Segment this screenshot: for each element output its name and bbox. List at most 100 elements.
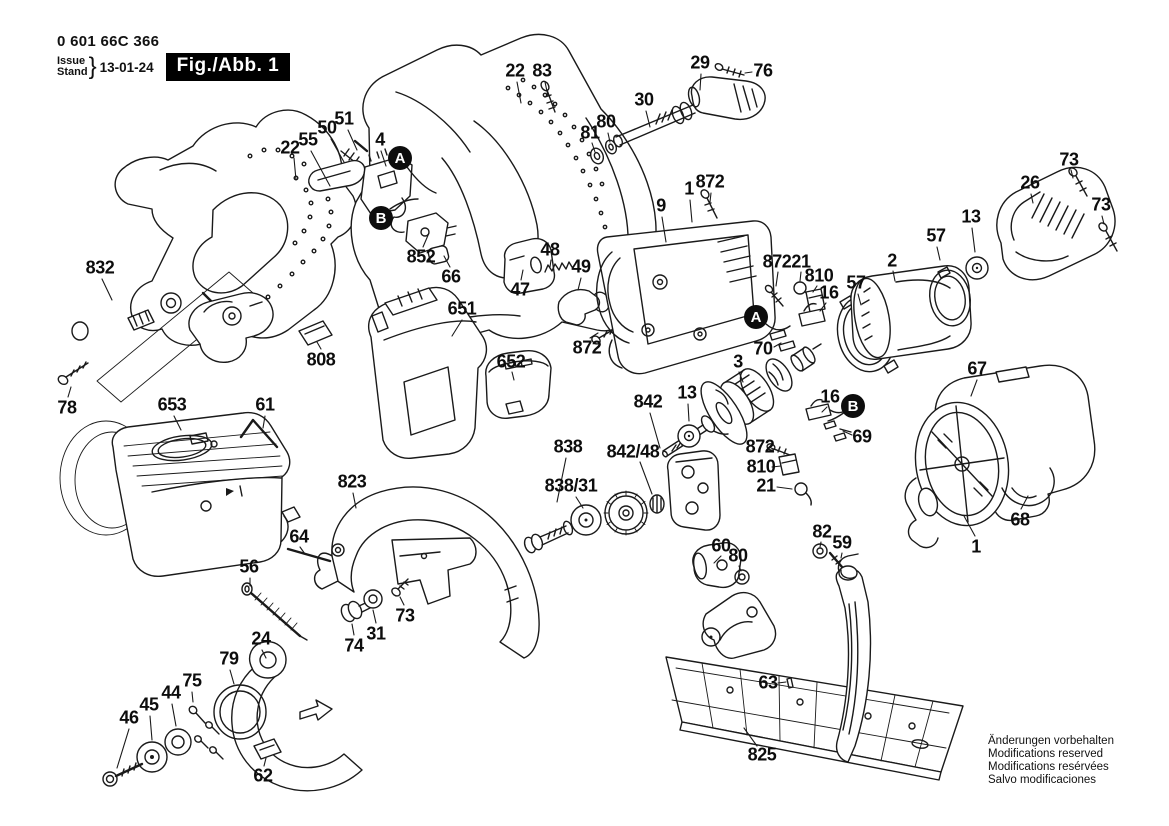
leader-line-651-75 (451, 319, 463, 337)
issue-brace: } (88, 53, 97, 80)
leader-line-872-23 (775, 271, 779, 287)
brush-set-a-drawing (764, 281, 826, 352)
leader-line-13-37 (687, 403, 690, 422)
part-number: 0 601 66C 366 (57, 33, 160, 50)
leader-line-838-40 (556, 457, 567, 503)
rear-handle-drawing (114, 109, 357, 346)
leader-line-22-0 (293, 157, 297, 181)
leader-line-66-8 (443, 255, 451, 268)
upper-guard-drawing (241, 486, 540, 659)
leader-line-1-17 (689, 199, 693, 223)
leader-line-22-9 (516, 81, 522, 104)
leader-line-810-46 (771, 465, 782, 468)
armature-drawing (661, 343, 822, 458)
title-block: 0 601 66C 366 Issue Stand } 13-01-24 Fig… (57, 33, 291, 81)
leader-line-69-44 (842, 430, 853, 436)
leader-line-57-31 (936, 246, 941, 261)
leader-line-67-48 (970, 379, 978, 397)
gear-set-drawing (523, 450, 721, 554)
leader-line-55-3 (310, 150, 331, 187)
leader-line-21-24 (799, 271, 802, 282)
leader-line-44-62 (171, 703, 177, 727)
leader-line-838-31-41 (575, 496, 584, 509)
leader-line-57-29 (857, 293, 862, 306)
leader-line-73-68 (399, 596, 405, 606)
leader-line-26-33 (1030, 193, 1034, 204)
modifications-note: Änderungen vorbehalten Modifications res… (988, 735, 1114, 787)
leader-line-29-14 (699, 73, 702, 91)
leader-line-79-60 (229, 669, 235, 685)
lower-guard-drawing (102, 641, 363, 792)
leader-line-73-35 (1101, 215, 1105, 225)
leader-line-83-10 (544, 81, 549, 97)
leader-line-872-45 (770, 447, 780, 452)
leader-line-49-21 (577, 277, 582, 291)
leader-line-50-1 (330, 138, 345, 163)
leader-lines (67, 71, 1105, 769)
stator-group-drawing (836, 166, 1118, 374)
leader-line-64-57 (299, 546, 306, 555)
latch-parts-drawing (503, 237, 622, 345)
base-plate-drawing (665, 542, 964, 781)
leader-line-68-49 (1020, 495, 1029, 510)
leader-line-80-12 (607, 132, 611, 143)
leader-line-16-26 (819, 302, 827, 312)
switch-cluster-drawing (308, 139, 457, 265)
leader-line-82-71 (819, 541, 822, 548)
leader-line-21-47 (776, 486, 793, 490)
leader-line-842-38 (649, 412, 661, 449)
leader-line-653-54 (173, 415, 182, 431)
leader-line-80-70 (738, 565, 742, 572)
leader-line-76-15 (744, 71, 753, 74)
leader-line-652-76 (511, 371, 515, 381)
leader-line-75-61 (191, 691, 194, 703)
note-line-fr: Modifications resérvées (988, 761, 1109, 773)
leader-line-46-64 (116, 728, 130, 769)
leader-line-78-53 (67, 386, 72, 398)
leader-line-808-52 (316, 341, 322, 350)
leader-line-3-36 (738, 371, 744, 383)
leader-line-13-32 (971, 227, 976, 253)
leader-line-872-22 (589, 332, 599, 339)
battery-drawing (367, 286, 552, 459)
note-line-de: Änderungen vorbehalten (988, 735, 1114, 747)
leader-line-842-48-39 (639, 461, 653, 495)
leader-line-47-19 (520, 269, 524, 281)
figure-label: Fig./Abb. 1 (165, 53, 291, 81)
leader-line-30-13 (645, 110, 651, 128)
leader-line-4-4 (380, 150, 387, 167)
brush-set-b-drawing (766, 398, 852, 506)
leader-line-73-34 (1070, 169, 1074, 179)
leader-line-61-55 (262, 415, 266, 429)
leader-line-1-50 (963, 515, 976, 537)
leader-line-24-59 (261, 649, 267, 659)
motor-housing-drawing (904, 364, 1096, 549)
note-line-en: Modifications reserved (988, 748, 1104, 760)
leader-line-872-18 (709, 192, 712, 203)
leader-line-62-65 (263, 757, 267, 767)
leader-line-45-63 (149, 715, 153, 741)
leader-line-63-73 (777, 681, 787, 684)
leader-line-74-66 (351, 623, 355, 636)
leader-line-51-2 (347, 129, 358, 151)
leader-line-81-11 (591, 142, 596, 153)
leader-line-60-69 (713, 555, 722, 564)
leader-line-823-56 (352, 492, 357, 509)
leader-line-9-16 (661, 216, 667, 243)
screw-83-drawing (540, 80, 556, 113)
note-line-es: Salvo modificaciones (988, 774, 1097, 786)
leader-line-832-51 (101, 278, 113, 301)
leader-line-16-42 (821, 406, 828, 413)
leader-line-70-28 (773, 342, 782, 348)
leader-line-2-30 (892, 270, 896, 282)
leader-line-59-72 (840, 552, 843, 559)
charger-drawing (59, 411, 301, 578)
leader-line-852-7 (422, 232, 430, 248)
issue-date: 13-01-24 (99, 59, 154, 75)
leader-line-48-20 (549, 259, 552, 268)
leader-line-810-25 (812, 285, 818, 293)
leader-line-825-74 (743, 727, 758, 747)
depth-rod-drawing (589, 63, 766, 165)
